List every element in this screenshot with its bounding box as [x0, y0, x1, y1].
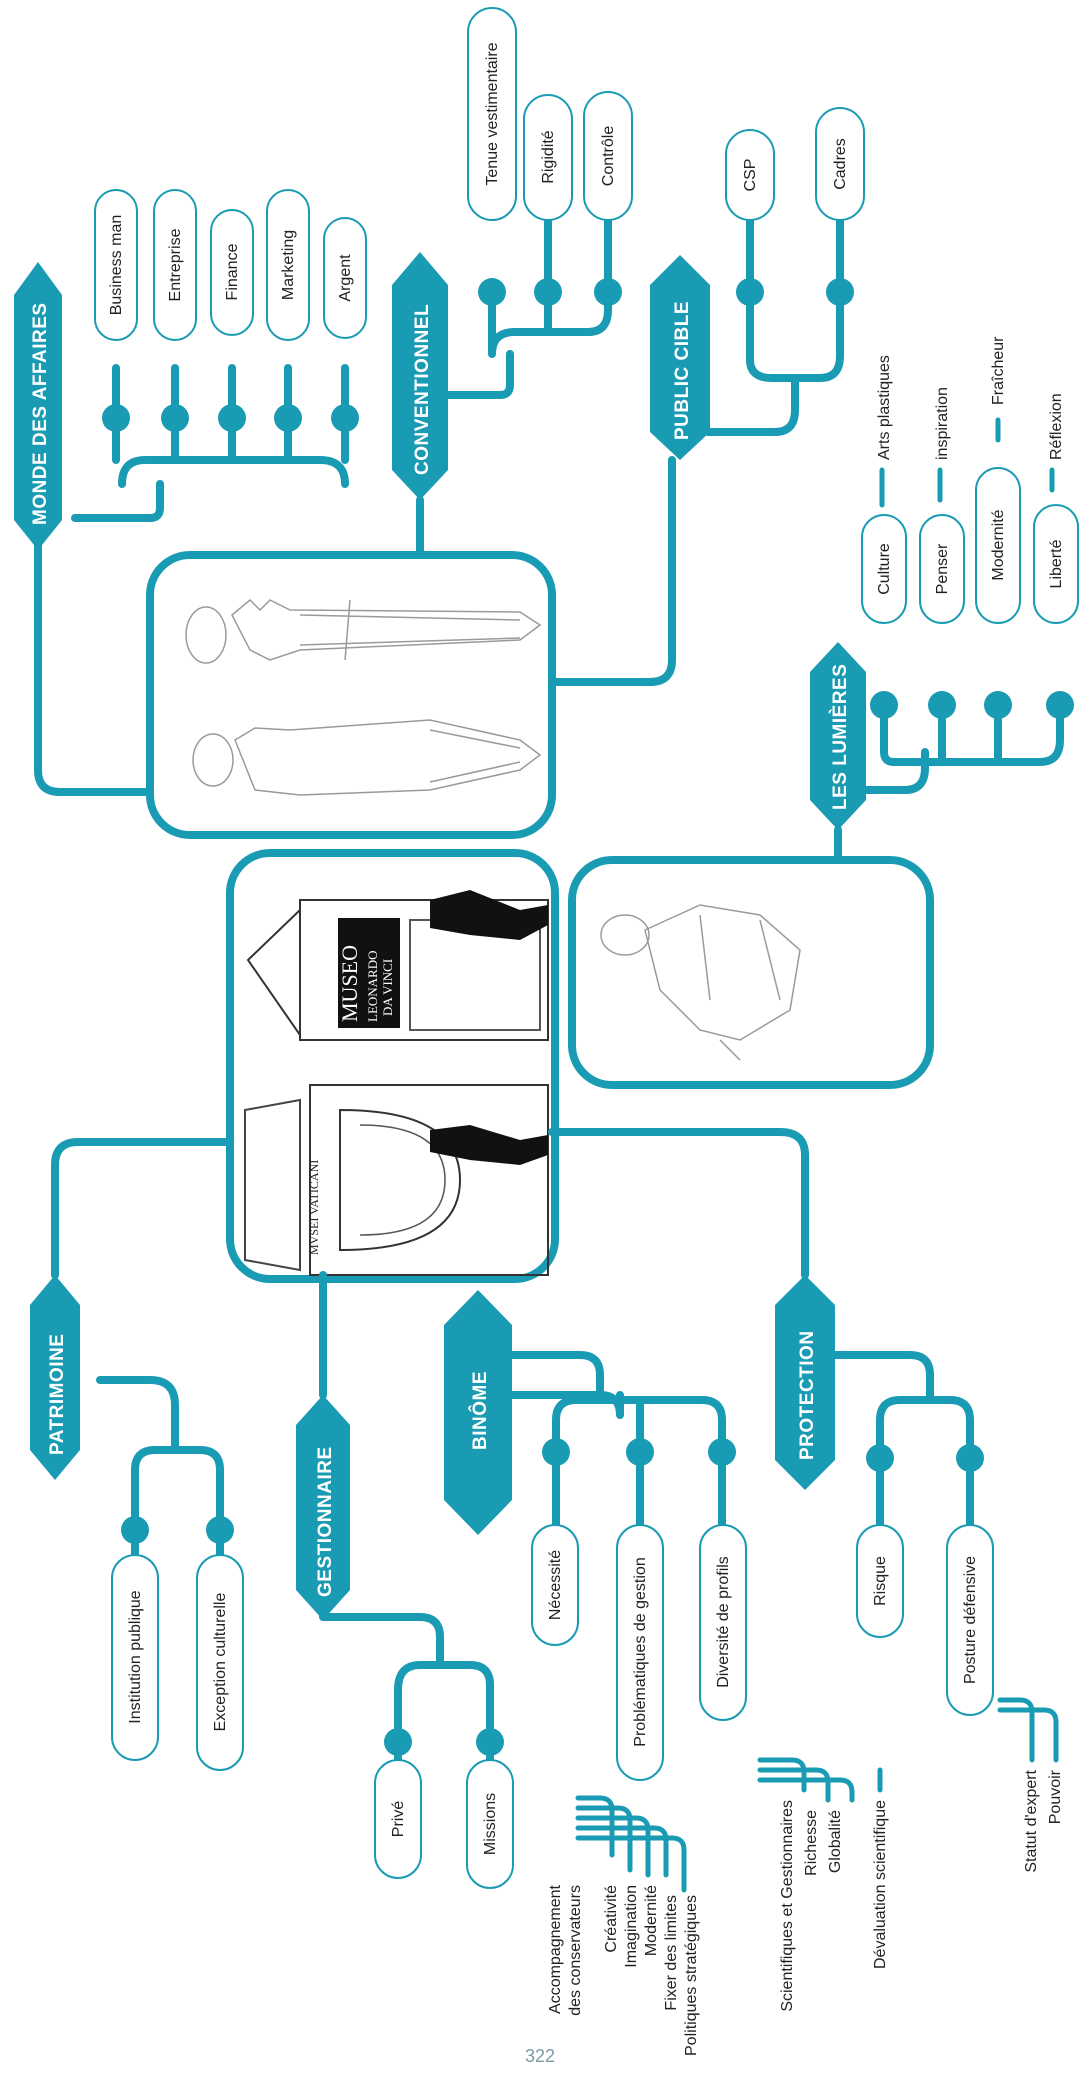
branch-title-conventionnel: CONVENTIONNEL [392, 252, 448, 500]
label-controle: Contrôle [583, 91, 633, 221]
svg-text:Posture défensive: Posture défensive [962, 1556, 979, 1684]
illustration-museum: MUSEO LEONARDO DA VINCI MVSEI VATICANI [226, 849, 559, 1283]
label-reflexion: Réflexion [1048, 393, 1065, 460]
label-imagination: Imagination [623, 1885, 640, 1968]
label-inspiration: inspiration [934, 387, 951, 460]
label-creativite: Créativité [603, 1885, 620, 1953]
svg-text:Rigidité: Rigidité [540, 130, 557, 183]
branch-title-text: GESTIONNAIRE [315, 1446, 336, 1597]
label-culture: Culture [861, 514, 907, 624]
svg-text:CSP: CSP [742, 159, 759, 192]
label-modernite-lumieres: Modernité [975, 467, 1021, 624]
museo-label-1: MUSEO [337, 945, 362, 1022]
branch-connectors [34, 216, 1064, 1893]
svg-text:Culture: Culture [876, 543, 893, 595]
svg-text:Tenue vestimentaire: Tenue vestimentaire [484, 42, 501, 185]
svg-text:Institution publique: Institution publique [127, 1590, 144, 1724]
label-accompagnement: Accompagnement [547, 1884, 564, 2014]
branch-title-protection: PROTECTION [775, 1275, 835, 1490]
svg-text:Business man: Business man [108, 215, 125, 316]
label-institution-publique: Institution publique [111, 1554, 159, 1761]
label-exception-culturelle: Exception culturelle [196, 1554, 244, 1771]
label-statut-d-expert: Statut d'expert [1023, 1769, 1040, 1872]
branch-title-public-cible: PUBLIC CIBLE [650, 255, 710, 460]
connector-dots [102, 278, 1074, 1756]
label-pouvoir: Pouvoir [1047, 1769, 1064, 1824]
label-business-man: Business man [94, 189, 138, 341]
branch-title-gestionnaire: GESTIONNAIRE [296, 1395, 350, 1620]
svg-text:Contrôle: Contrôle [600, 126, 617, 187]
label-fixer-des-limites: Fixer des limites [663, 1895, 680, 2011]
svg-text:Penser: Penser [934, 543, 951, 594]
label-globalite: Globalité [827, 1810, 844, 1873]
svg-text:Exception culturelle: Exception culturelle [212, 1593, 229, 1732]
label-devaluation-scientifique: Dévaluation scientifique [872, 1800, 889, 1969]
svg-text:Liberté: Liberté [1048, 539, 1065, 588]
label-csp: CSP [725, 129, 775, 221]
branch-title-text: BINÔME [469, 1371, 491, 1450]
label-necessite: Nécessité [531, 1524, 579, 1646]
label-arts-plastiques: Arts plastiques [876, 355, 893, 460]
label-argent: Argent [323, 217, 367, 339]
svg-text:Marketing: Marketing [280, 230, 297, 300]
label-posture-defensive: Posture défensive [946, 1524, 994, 1716]
branch-title-binome: BINÔME [444, 1290, 512, 1535]
illustration-lumieres [568, 856, 934, 1089]
label-fraicheur: Fraîcheur [990, 336, 1007, 405]
branch-title-les-lumieres: LES LUMIÈRES [810, 642, 866, 830]
label-des-conservateurs: des conservateurs [567, 1885, 584, 2016]
branch-title-text: PUBLIC CIBLE [672, 301, 693, 440]
label-missions: Missions [466, 1759, 514, 1889]
label-risque: Risque [856, 1524, 904, 1638]
museo-label-3: DA VINCI [380, 959, 395, 1016]
svg-text:Finance: Finance [224, 243, 241, 300]
label-tenue-vestimentaire: Tenue vestimentaire [467, 7, 517, 221]
label-diversite-de-profils: Diversité de profils [699, 1524, 747, 1721]
svg-text:Risque: Risque [872, 1556, 889, 1606]
svg-text:Missions: Missions [482, 1793, 499, 1855]
illustration-conventionnel [146, 551, 556, 839]
branch-title-text: LES LUMIÈRES [829, 664, 851, 810]
label-entreprise: Entreprise [153, 189, 197, 341]
branch-title-text: PATRIMOINE [47, 1334, 68, 1455]
label-richesse: Richesse [803, 1810, 820, 1876]
branch-title-monde-des-affaires: MONDE DES AFFAIRES [14, 262, 62, 550]
svg-text:Problématiques de gestion: Problématiques de gestion [632, 1557, 649, 1746]
label-marketing: Marketing [266, 189, 310, 341]
label-modernite-missions: Modernité [643, 1885, 660, 1956]
label-scientifiques-et-gestionnaires: Scientifiques et Gestionnaires [779, 1800, 796, 2012]
label-finance: Finance [210, 209, 254, 336]
svg-text:Diversité de profils: Diversité de profils [715, 1556, 732, 1688]
label-politiques-strategiques: Politiques stratégiques [683, 1895, 700, 2056]
svg-text:Cadres: Cadres [832, 138, 849, 190]
page-number: 322 [524, 2046, 556, 2066]
label-problematiques-de-gestion: Problématiques de gestion [616, 1524, 664, 1781]
branch-title-patrimoine: PATRIMOINE [30, 1275, 80, 1480]
branch-title-text: MONDE DES AFFAIRES [30, 302, 51, 525]
label-penser: Penser [919, 514, 965, 624]
vaticani-label: MVSEI VATICANI [307, 1160, 321, 1255]
museo-label-2: LEONARDO [365, 951, 380, 1023]
svg-text:Argent: Argent [337, 254, 354, 302]
label-cadres: Cadres [815, 107, 865, 221]
branch-title-text: PROTECTION [797, 1330, 818, 1460]
svg-text:Entreprise: Entreprise [167, 228, 184, 301]
svg-text:Nécessité: Nécessité [547, 1550, 564, 1620]
label-liberte: Liberté [1033, 504, 1079, 624]
svg-text:Modernité: Modernité [990, 509, 1007, 580]
branch-title-text: CONVENTIONNEL [412, 304, 433, 475]
svg-text:Privé: Privé [390, 1801, 407, 1838]
label-rigidite: Rigidité [523, 94, 573, 221]
label-prive: Privé [374, 1759, 422, 1879]
